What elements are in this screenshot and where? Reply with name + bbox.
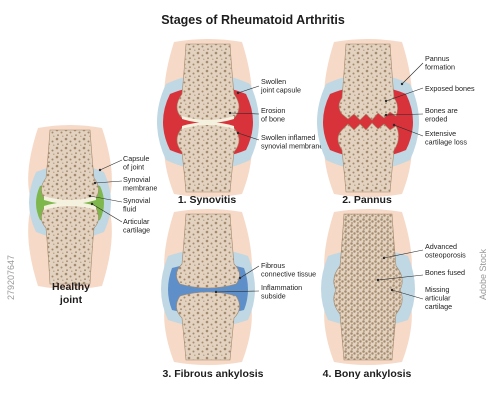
caption-fibrous-ankylosis: 3. Fibrous ankylosis (163, 368, 264, 380)
joint-synovitis (157, 39, 259, 197)
eroded-upper-bone (338, 43, 398, 121)
caption-synovitis: 1. Synovitis (178, 194, 237, 206)
articular-cartilage-upper (44, 196, 96, 204)
joint-healthy (28, 125, 112, 289)
fused-bone (333, 213, 403, 361)
eroded-lower-bone (337, 122, 399, 193)
upper-bone (176, 43, 240, 123)
label-exposed-bones: Exposed bones (425, 84, 475, 93)
cartilage-upper (182, 116, 234, 123)
watermark-brand: Adobe Stock (478, 248, 488, 300)
diagram-title: Stages of Rheumatoid Arthritis (161, 13, 345, 27)
lower-bone (176, 123, 240, 193)
watermark-id: 279207647 (6, 255, 16, 300)
lower-bone (176, 291, 240, 361)
articular-cartilage-lower (44, 202, 96, 210)
cartilage-lower (182, 122, 234, 129)
upper-bone (176, 213, 240, 289)
upper-bone (41, 129, 99, 203)
caption-bony-ankylosis: 4. Bony ankylosis (323, 368, 412, 380)
joint-bony-ankylosis (321, 209, 415, 365)
caption-pannus: 2. Pannus (342, 194, 392, 206)
joint-pannus (317, 39, 419, 197)
lower-bone (41, 203, 99, 285)
joint-fibrous-ankylosis (161, 209, 255, 365)
label-bones-fused: Bones fused (425, 268, 465, 277)
